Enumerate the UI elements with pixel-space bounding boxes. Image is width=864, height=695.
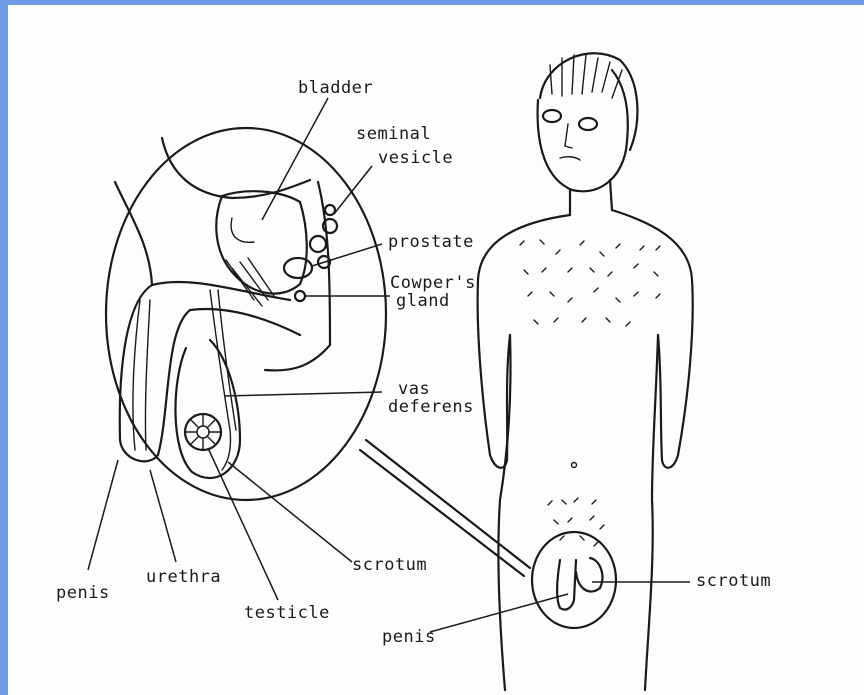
label-vas-line2: deferens bbox=[388, 397, 474, 417]
label-cowpers-line1: Cowper's bbox=[390, 273, 476, 293]
leader-prostate bbox=[312, 244, 382, 266]
label-penis-body: penis bbox=[382, 627, 436, 647]
leader-scrotum-inset bbox=[228, 462, 352, 562]
cowpers-gland-organ bbox=[295, 291, 305, 301]
label-penis-inset: penis bbox=[56, 583, 110, 603]
standing-figure bbox=[478, 53, 693, 690]
label-seminal-vesicle-line1: seminal bbox=[356, 124, 431, 144]
inset-testicle bbox=[185, 414, 221, 450]
leader-vas-deferens bbox=[224, 392, 382, 396]
leader-bladder bbox=[262, 98, 328, 220]
label-urethra: urethra bbox=[146, 567, 221, 587]
label-bladder: bladder bbox=[298, 78, 373, 98]
inset-scrotum bbox=[175, 340, 240, 478]
leader-lines bbox=[88, 98, 690, 632]
inset-penis-shaft bbox=[120, 282, 300, 470]
label-seminal-vesicle-line2: vesicle bbox=[378, 148, 453, 168]
label-testicle: testicle bbox=[244, 603, 330, 623]
label-cowpers-line2: gland bbox=[396, 291, 450, 311]
label-vas-line1: vas bbox=[398, 379, 430, 399]
label-prostate: prostate bbox=[388, 232, 474, 252]
label-scrotum-inset: scrotum bbox=[352, 555, 427, 575]
leader-penis-inset bbox=[88, 460, 118, 570]
label-scrotum-body: scrotum bbox=[696, 571, 771, 591]
leader-urethra bbox=[150, 470, 176, 562]
prostate-organ bbox=[284, 258, 312, 278]
leader-seminal-vesicle bbox=[334, 166, 372, 214]
